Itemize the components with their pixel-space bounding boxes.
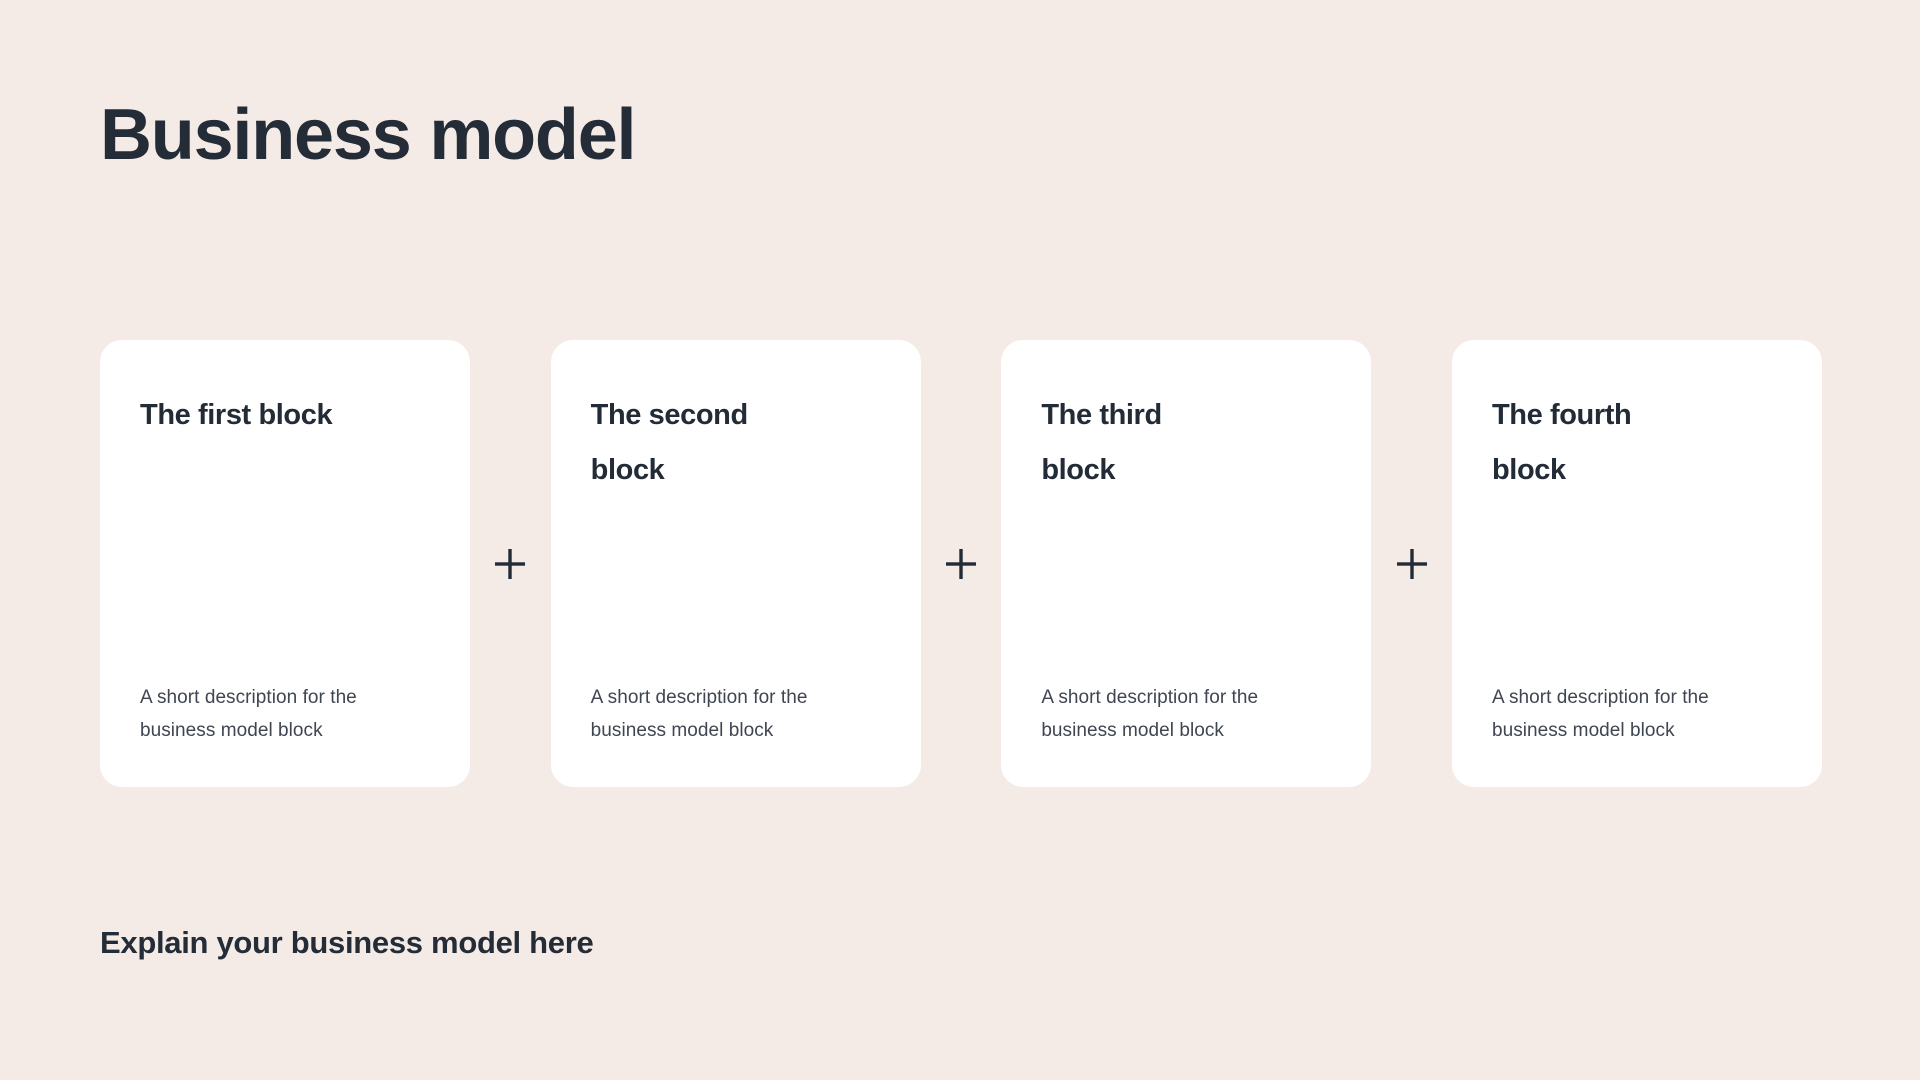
- plus-separator-1: [470, 340, 550, 787]
- block-description: A short description for the business mod…: [140, 687, 357, 741]
- plus-icon: [1396, 548, 1427, 579]
- business-model-block-3[interactable]: The third block A short description for …: [1001, 340, 1372, 787]
- block-description: A short description for the business mod…: [1491, 687, 1709, 741]
- block-title: The first block: [140, 399, 333, 431]
- plus-separator-3: [1372, 340, 1452, 787]
- plus-icon: [495, 548, 526, 579]
- block-description: A short description for the business mod…: [590, 687, 808, 741]
- block-title: The fourth block: [1491, 399, 1632, 486]
- block-title: The third block: [1041, 399, 1162, 486]
- business-model-block-1[interactable]: The first block A short description for …: [100, 340, 470, 787]
- business-model-block-4[interactable]: The fourth block A short description for…: [1451, 340, 1822, 787]
- footer-caption: Explain your business model here: [100, 925, 594, 960]
- business-model-blocks-row: The first block A short description for …: [100, 340, 1822, 787]
- plus-separator-2: [921, 340, 1001, 787]
- business-model-block-2[interactable]: The second block A short description for…: [550, 340, 921, 787]
- page-title: Business model: [100, 95, 637, 175]
- block-description: A short description for the business mod…: [1041, 687, 1259, 741]
- block-title: The second block: [590, 399, 749, 486]
- plus-icon: [945, 548, 976, 579]
